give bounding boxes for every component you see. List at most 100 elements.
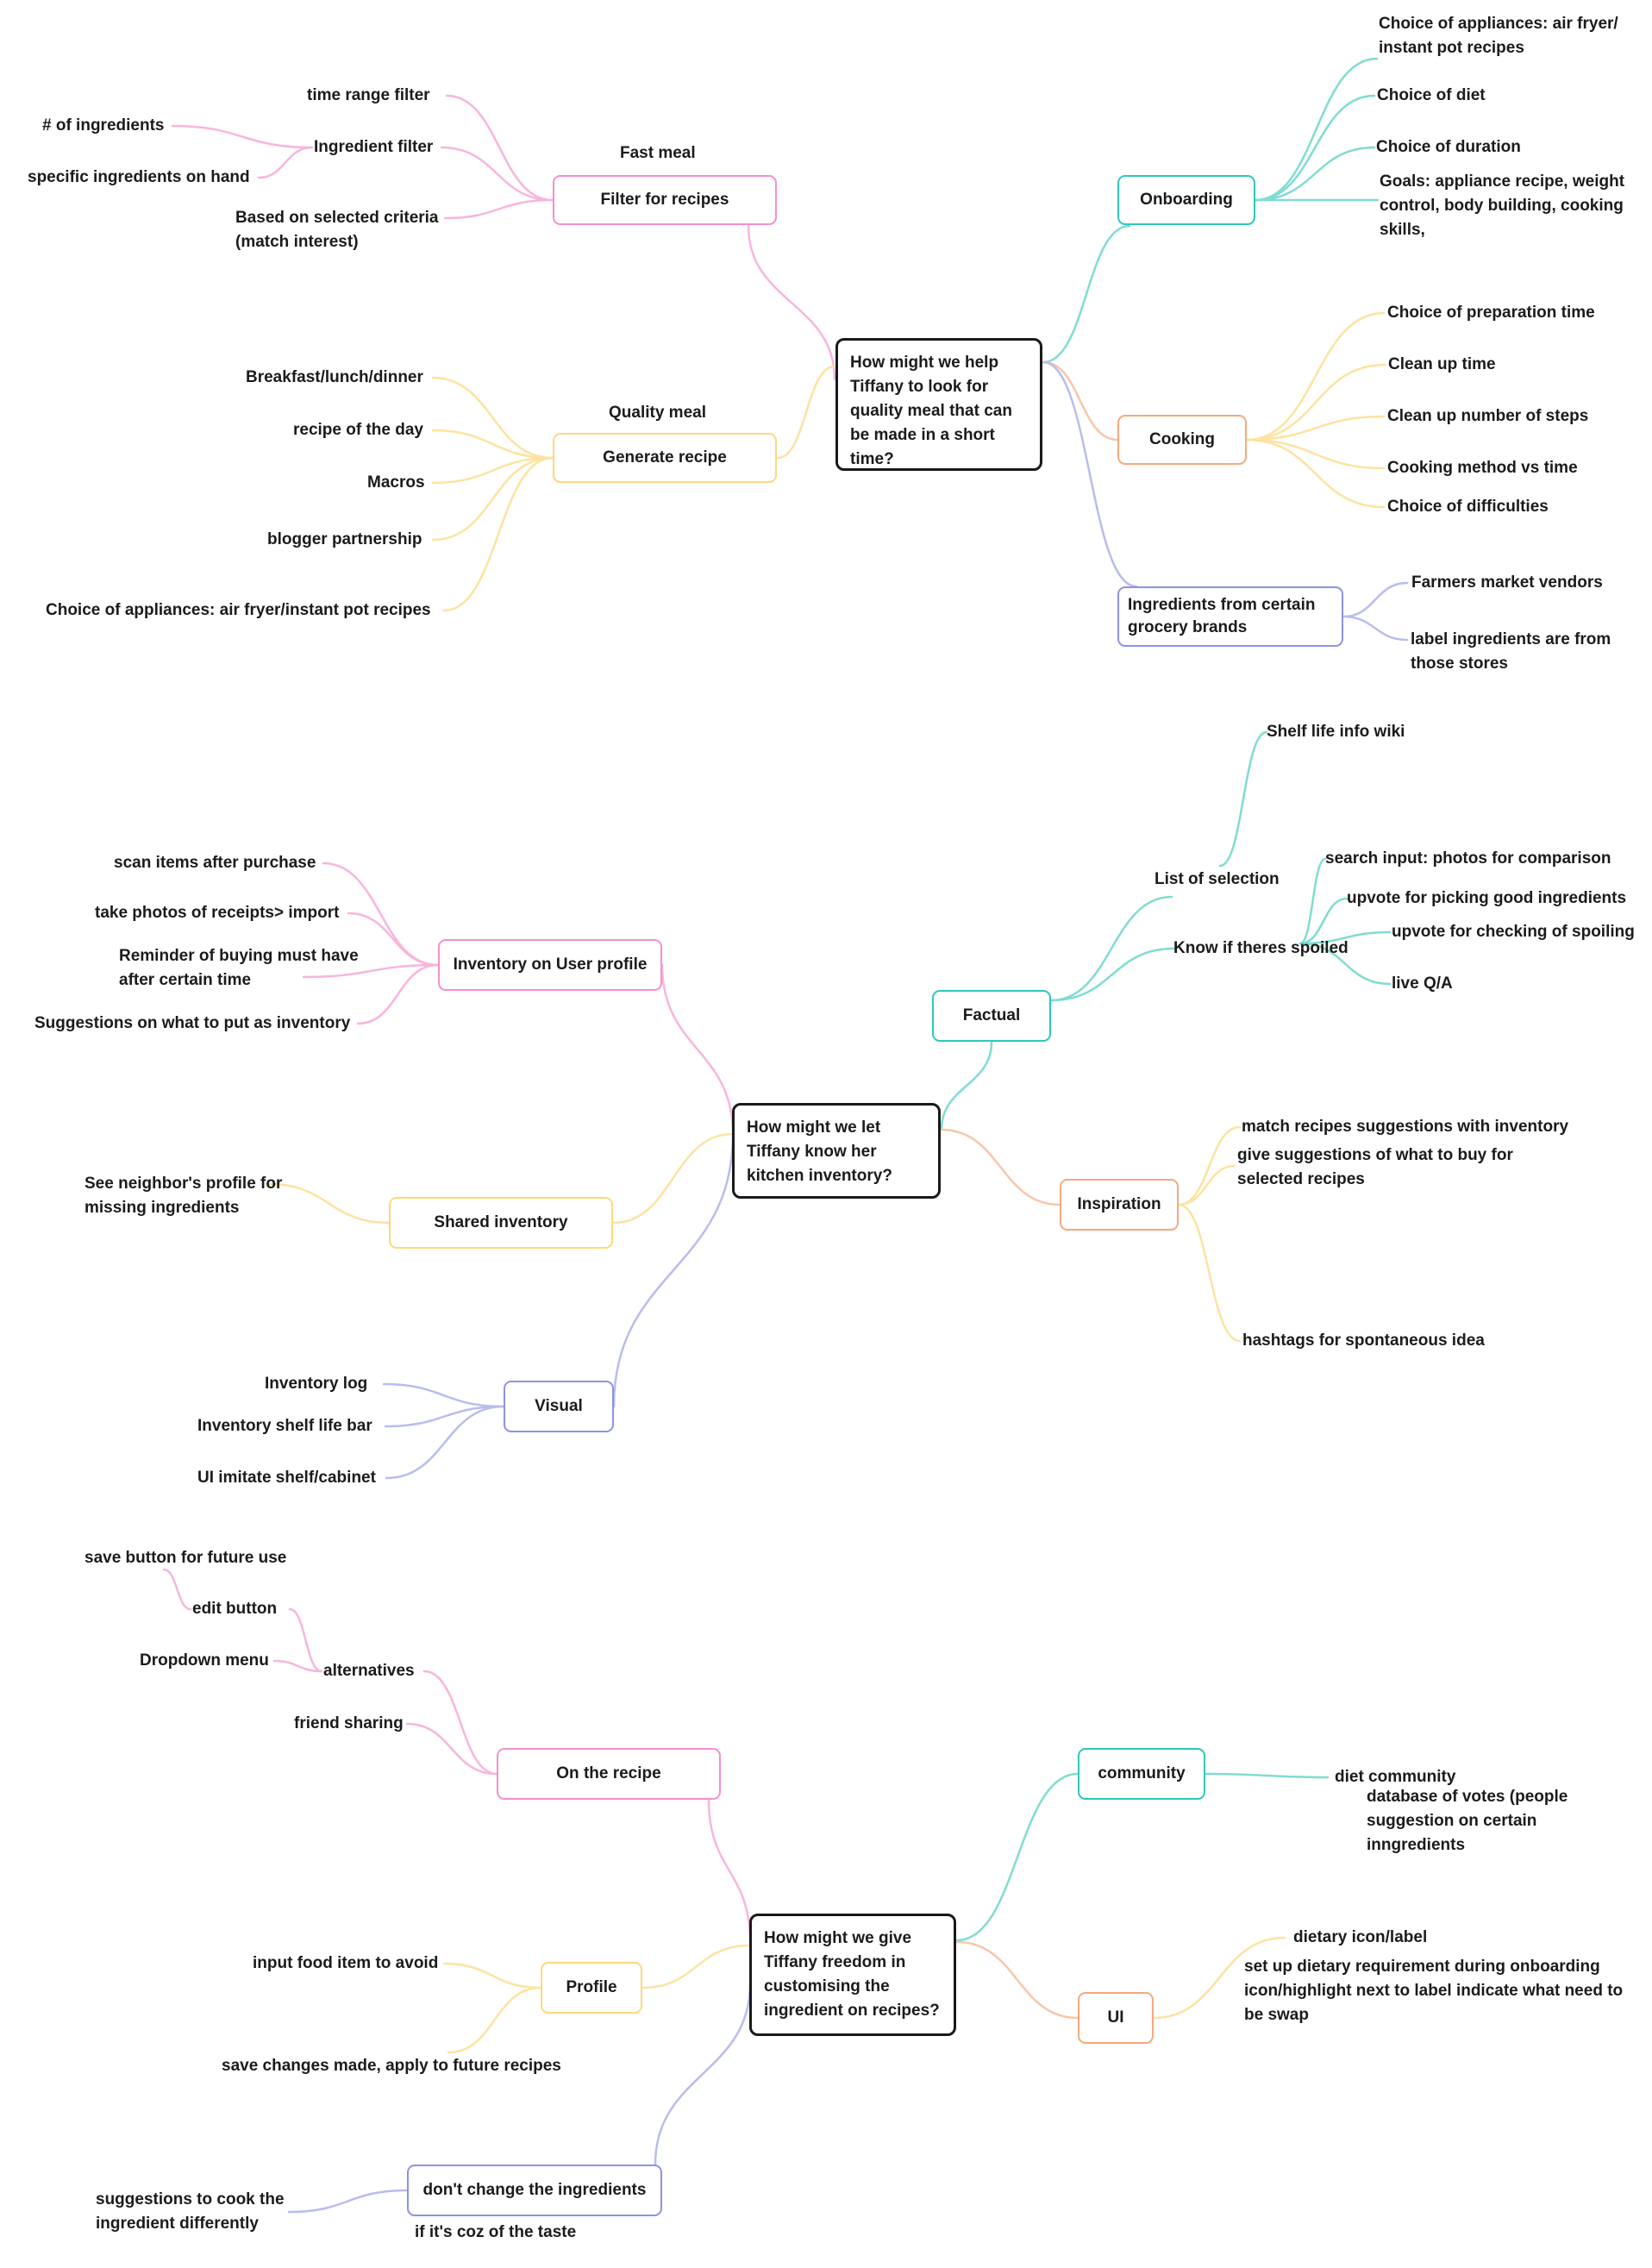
item-dropdown-menu: Dropdown menu bbox=[140, 1651, 269, 1670]
item-scan-items: scan items after purchase bbox=[114, 854, 316, 872]
item-food-to-avoid: input food item to avoid bbox=[253, 1954, 439, 1972]
node-cooking[interactable]: Cooking bbox=[1117, 415, 1247, 465]
item-macros: Macros bbox=[367, 473, 425, 492]
edge-filter-criteria bbox=[443, 198, 554, 220]
edge-root-cooking bbox=[1042, 360, 1119, 442]
node-filter-for-recipes[interactable]: Filter for recipes bbox=[553, 175, 777, 225]
node-grocery-brands[interactable]: Ingredients from certain grocery brands bbox=[1117, 586, 1343, 647]
edge-root3-community bbox=[955, 1772, 1079, 1942]
item-choice-of-diet: Choice of diet bbox=[1377, 86, 1486, 104]
item-time-range-filter: time range filter bbox=[307, 86, 430, 104]
edge-onboarding-appliances bbox=[1254, 57, 1379, 202]
edge-alt-edit bbox=[288, 1607, 323, 1673]
edge-factual-spoiled bbox=[1049, 947, 1175, 1002]
item-diet-community: diet community bbox=[1335, 1768, 1456, 1786]
node-inspiration[interactable]: Inspiration bbox=[1060, 1179, 1179, 1231]
edge-root3-dont bbox=[654, 1982, 752, 2166]
edge-filter-time bbox=[445, 94, 554, 202]
item-clean-up-time: Clean up time bbox=[1388, 355, 1496, 373]
edge-spoiled-upvote-spoil bbox=[1298, 930, 1392, 945]
edge-dont-cook bbox=[287, 2189, 409, 2214]
edge-insp-match bbox=[1177, 1125, 1242, 1206]
node-generate-recipe[interactable]: Generate recipe bbox=[553, 433, 777, 483]
item-suggestions-inventory: Suggestions on what to put as inventory bbox=[34, 1014, 351, 1032]
item-choice-of-duration: Choice of duration bbox=[1376, 138, 1521, 156]
item-farmers-market: Farmers market vendors bbox=[1411, 573, 1603, 592]
root-node-customising[interactable]: How might we give Tiffany freedom in cus… bbox=[749, 1914, 956, 2036]
item-appliances-generate: Choice of appliances: air fryer/instant … bbox=[46, 601, 431, 619]
root-node-quality-meal[interactable]: How might we help Tiffany to look for qu… bbox=[835, 338, 1042, 471]
edge-cooking-method bbox=[1245, 438, 1386, 470]
item-save-button: save button for future use bbox=[84, 1549, 287, 1567]
item-ingredients-on-hand: specific ingredients on hand bbox=[28, 168, 250, 186]
edge-root-onboarding bbox=[1042, 224, 1131, 364]
edge-generate-macros bbox=[431, 456, 554, 485]
edge-cooking-prep bbox=[1245, 311, 1386, 442]
item-live-qa: live Q/A bbox=[1392, 974, 1453, 993]
edge-insp-buy bbox=[1177, 1164, 1236, 1206]
item-ingredient-filter: Ingredient filter bbox=[314, 138, 434, 156]
edge-visual-log bbox=[382, 1382, 505, 1408]
edge-root3-recipe bbox=[707, 1798, 752, 1944]
item-upvote-spoiling: upvote for checking of spoiling bbox=[1392, 923, 1635, 941]
item-ui-shelf: UI imitate shelf/cabinet bbox=[197, 1469, 376, 1487]
edge-root-grocery bbox=[1042, 360, 1138, 588]
item-cooking-method: Cooking method vs time bbox=[1387, 459, 1578, 477]
item-shelf-life-bar: Inventory shelf life bar bbox=[197, 1417, 372, 1435]
node-inventory-profile[interactable]: Inventory on User profile bbox=[438, 939, 662, 991]
edge-visual-bar bbox=[384, 1405, 505, 1428]
edge-root2-visual bbox=[612, 1132, 735, 1408]
item-dietary-requirement: set up dietary requirement during onboar… bbox=[1244, 1958, 1624, 2024]
edge-grocery-farmers bbox=[1342, 581, 1409, 618]
item-photos-receipts: take photos of receipts> import bbox=[95, 904, 340, 922]
item-difficulties: Choice of difficulties bbox=[1387, 498, 1549, 516]
edge-ingredient-count bbox=[171, 124, 314, 149]
node-community[interactable]: community bbox=[1078, 1748, 1205, 1800]
edge-cooking-cleanup bbox=[1245, 363, 1386, 442]
node-dont-change[interactable]: don't change the ingredients bbox=[407, 2165, 662, 2216]
item-database-votes: database of votes (people suggestion on … bbox=[1367, 1788, 1568, 1854]
node-onboarding[interactable]: Onboarding bbox=[1117, 175, 1255, 225]
item-inventory-log: Inventory log bbox=[265, 1375, 368, 1393]
edge-onboarding-diet bbox=[1254, 94, 1376, 202]
edge-factual-list bbox=[1049, 895, 1173, 1002]
item-hashtags: hashtags for spontaneous idea bbox=[1242, 1331, 1485, 1350]
item-know-if-spoiled: Know if theres spoiled bbox=[1173, 939, 1349, 957]
edge-profile-avoid bbox=[442, 1962, 542, 1989]
edge-generate-blogger bbox=[431, 456, 554, 542]
item-neighbor-profile: See neighbor's profile for missing ingre… bbox=[84, 1175, 283, 1217]
item-match-recipes: match recipes suggestions with inventory bbox=[1242, 1118, 1569, 1136]
edge-visual-shelf bbox=[385, 1405, 505, 1480]
item-match-interest: Based on selected criteria (match intere… bbox=[235, 209, 439, 251]
edge-filter-ingredient bbox=[440, 146, 554, 202]
node-on-the-recipe[interactable]: On the recipe bbox=[497, 1748, 721, 1800]
edge-shared-neighbor bbox=[267, 1182, 391, 1225]
edge-community-diet bbox=[1204, 1772, 1330, 1779]
edge-list-wiki bbox=[1218, 730, 1268, 868]
item-cook-differently: suggestions to cook the ingredient diffe… bbox=[96, 2190, 285, 2233]
node-profile[interactable]: Profile bbox=[541, 1962, 642, 2014]
edge-root2-shared bbox=[611, 1132, 735, 1225]
item-clean-up-steps: Clean up number of steps bbox=[1387, 407, 1589, 425]
item-alternatives: alternatives bbox=[323, 1662, 415, 1680]
edge-recipe-alternatives bbox=[422, 1670, 498, 1776]
edge-root2-inventory bbox=[660, 963, 735, 1136]
root-node-kitchen-inventory[interactable]: How might we let Tiffany know her kitche… bbox=[732, 1103, 941, 1199]
item-num-ingredients: # of ingredients bbox=[42, 116, 165, 135]
node-shared-inventory[interactable]: Shared inventory bbox=[389, 1197, 613, 1249]
edge-root-generate bbox=[776, 365, 836, 460]
item-dietary-icon: dietary icon/label bbox=[1293, 1928, 1428, 1946]
node-ui[interactable]: UI bbox=[1078, 1992, 1154, 2044]
edge-generate-day bbox=[431, 429, 554, 460]
edge-cooking-difficulty bbox=[1245, 438, 1386, 509]
item-recipe-of-day: recipe of the day bbox=[293, 421, 423, 439]
edge-spoiled-upvote-good bbox=[1298, 897, 1349, 945]
item-preparation-time: Choice of preparation time bbox=[1387, 304, 1595, 322]
edge-cooking-steps bbox=[1245, 415, 1386, 442]
node-factual[interactable]: Factual bbox=[932, 990, 1051, 1042]
node-visual[interactable]: Visual bbox=[504, 1381, 614, 1432]
edge-inv-receipts bbox=[347, 912, 440, 967]
caption-taste: if it's coz of the taste bbox=[415, 2223, 577, 2241]
edge-spoiled-qa bbox=[1298, 942, 1392, 986]
